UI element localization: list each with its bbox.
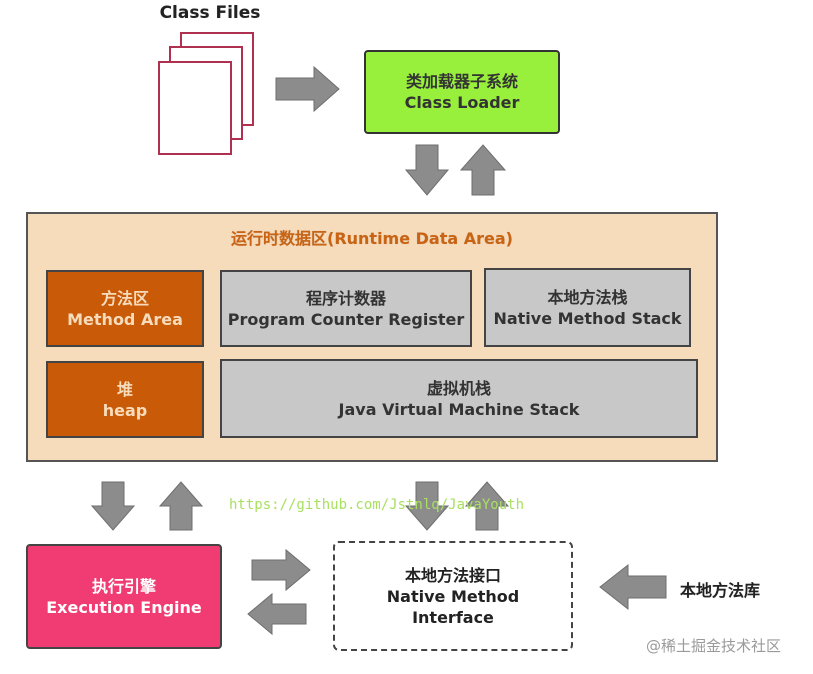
native-method-stack-box: 本地方法栈 Native Method Stack: [484, 268, 691, 347]
native-method-library-label: 本地方法库: [680, 581, 761, 600]
native-interface-en-2: Interface: [412, 607, 494, 627]
native-interface-cn: 本地方法接口: [404, 565, 501, 585]
class-file-page: [158, 61, 232, 155]
heap-box: 堆 heap: [46, 361, 204, 438]
execution-engine-en: Execution Engine: [46, 597, 202, 617]
method-area-cn: 方法区: [100, 288, 149, 308]
native-method-interface-box: 本地方法接口 Native Method Interface: [333, 541, 573, 651]
class-loader-en: Class Loader: [404, 93, 520, 112]
execution-engine-cn: 执行引擎: [91, 576, 156, 596]
class-loader-cn: 类加载器子系统: [405, 72, 518, 91]
arrow-down-icon: [404, 481, 450, 531]
arrow-left-icon: [599, 563, 667, 611]
watermark-url: https://github.com/Jstnlq/JavaYouth: [229, 497, 525, 513]
method-area-box: 方法区 Method Area: [46, 270, 204, 347]
jvm-stack-box: 虚拟机栈 Java Virtual Machine Stack: [220, 359, 698, 438]
native-method-stack-en: Native Method Stack: [493, 308, 682, 328]
jvm-stack-en: Java Virtual Machine Stack: [338, 399, 580, 419]
native-interface-en-1: Native Method: [386, 586, 520, 606]
program-counter-cn: 程序计数器: [305, 288, 386, 308]
watermark-site: @稀土掘金技术社区: [646, 637, 782, 655]
execution-engine-box: 执行引擎 Execution Engine: [26, 544, 222, 649]
runtime-data-area-title: 运行时数据区(Runtime Data Area): [231, 229, 513, 248]
arrow-up-icon: [459, 144, 507, 196]
class-files-label: Class Files: [159, 3, 261, 23]
heap-cn: 堆: [116, 379, 133, 399]
arrow-down-icon: [90, 481, 136, 531]
arrow-right-icon: [275, 65, 340, 113]
arrow-up-icon: [158, 481, 204, 531]
heap-en: heap: [102, 400, 148, 420]
arrow-down-icon: [404, 144, 450, 196]
program-counter-box: 程序计数器 Program Counter Register: [220, 270, 472, 347]
native-method-stack-cn: 本地方法栈: [547, 287, 628, 307]
arrow-right-icon: [251, 548, 311, 592]
jvm-stack-cn: 虚拟机栈: [426, 378, 491, 398]
arrow-up-icon: [464, 481, 510, 531]
method-area-en: Method Area: [67, 309, 183, 329]
program-counter-en: Program Counter Register: [227, 309, 465, 329]
class-loader-box: 类加载器子系统 Class Loader: [364, 50, 560, 134]
arrow-left-icon: [247, 592, 307, 636]
